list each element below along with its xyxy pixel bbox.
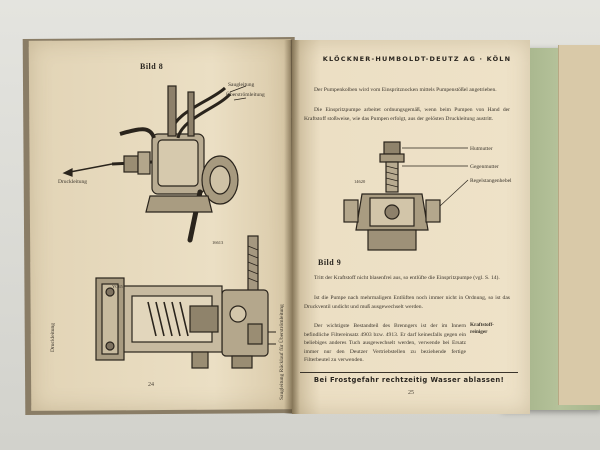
label-pressure-line: Druckleitung (58, 179, 88, 185)
back-page-edge (558, 45, 600, 405)
figure-8-lower-drawing (95, 235, 276, 369)
figure-8-upper-drawing (62, 85, 247, 243)
paragraph-4: Ist die Pumpe nach mehrmaligem Entlüften… (304, 295, 510, 310)
label-figure9-code: 14620 (354, 179, 366, 184)
label-overflow-line: Überströmleitung (226, 92, 265, 98)
label-suction-line: Saugleitung (228, 82, 255, 88)
paragraph-1: Der Pumpenkolben wird vom Einspritznocke… (314, 87, 497, 93)
figure-9-title: Bild 9 (318, 258, 342, 267)
label-small-code: YC65 (112, 284, 123, 289)
right-page-number: 25 (408, 390, 414, 396)
book-gutter (284, 40, 300, 414)
footer-warning: Bei Frostgefahr rechtzeitig Wasser ablas… (313, 376, 505, 384)
figure-9-drawing (343, 141, 469, 251)
label-gegenmutter: Gegenmutter (470, 164, 499, 170)
footer-rule (300, 372, 518, 373)
label-regelstangenhebel: Regelstangenhebel (470, 178, 512, 184)
paragraph-2: Die Einspritzpumpe arbeitet ordnungsgemä… (304, 107, 510, 122)
page-header: KLÖCKNER-HUMBOLDT-DEUTZ AG · KÖLN (322, 55, 512, 63)
paragraph-5: Der wichtigste Bestandteil des Brenngers… (304, 323, 466, 364)
vertical-label-pressure: Druckleitung (50, 322, 56, 352)
left-page-number: 24 (148, 382, 154, 388)
figure-8-title: Bild 8 (140, 62, 164, 71)
label-hutmutter: Hutmutter (470, 146, 493, 152)
label-figure-code: 16613 (212, 240, 224, 245)
paragraph-3: Tritt der Kraftstoff nicht blasenfrei au… (314, 275, 500, 281)
side-note-kraftstoffreiniger: Kraftstoff-reiniger (470, 322, 494, 335)
